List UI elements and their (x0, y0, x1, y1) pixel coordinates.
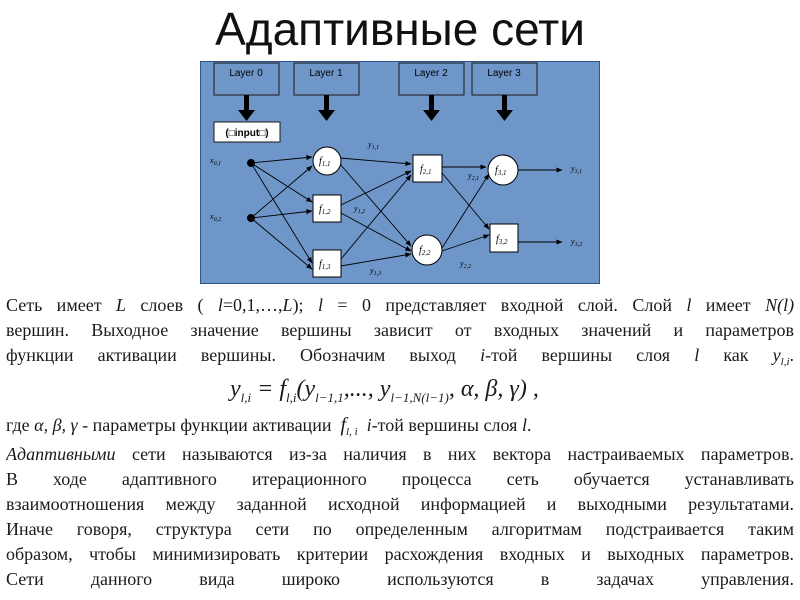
input-label-box (213, 121, 281, 143)
layer-box-0 (213, 62, 280, 96)
node-f13-label: f1,3 (319, 259, 331, 271)
node-f31 (487, 154, 519, 186)
p2-line1: где α, β, γ - параметры функции активаци… (6, 414, 532, 438)
p1-line3: функции активации вершины. Обозначим вых… (6, 345, 794, 368)
node-f11 (312, 146, 342, 176)
node-f13 (312, 249, 342, 278)
edge-label-y13: y1,3 (369, 266, 381, 277)
edge-label-y32: y3,2 (570, 237, 582, 248)
node-f21-label: f2,1 (420, 164, 432, 176)
node-f22 (411, 234, 443, 266)
layer-headers: Layer 0 Layer 1 Layer 2 Layer 3 (213, 62, 538, 96)
layer-box-1 (293, 62, 360, 96)
edge-label-y22: y2,2 (459, 259, 471, 270)
edge-label-y21: y2,1 (467, 171, 479, 182)
input-label-1: x0,1 (209, 156, 221, 167)
paragraph-adaptive-definition: Адаптивными сети называются из-за наличи… (6, 442, 794, 592)
node-f12 (312, 194, 342, 223)
p3-line1: Адаптивными сети называются из-за наличи… (6, 444, 794, 464)
input-label: (□input□) (225, 128, 268, 139)
input-point-2 (247, 214, 255, 222)
edge-label-y12: y1,2 (353, 204, 365, 215)
connections (250, 155, 563, 270)
p1-line1: Сеть имеет L слоев ( l=0,1,…,L); l = 0 п… (6, 295, 794, 315)
node-f21 (412, 154, 443, 183)
node-f32-label: f3,2 (496, 234, 508, 246)
node-f32 (489, 223, 519, 253)
adaptive-network-diagram: Layer 0 Layer 1 Layer 2 Layer 3 (□input□… (200, 61, 600, 284)
input-label-2: x0,2 (209, 212, 221, 223)
layer-label-3: Layer 3 (487, 68, 521, 79)
paragraph-network-layers: Сеть имеет L слоев ( l=0,1,…,L); l = 0 п… (6, 293, 794, 375)
layer-label-1: Layer 1 (309, 68, 343, 79)
layer-box-3 (471, 62, 538, 96)
p3-line3: взаимоотношения между заданной исходной … (6, 494, 794, 514)
edge-label-y11: y1,1 (367, 140, 379, 151)
activation-formula: yl,i = fl,i(yl−1,1,..., yl−1,N(l−1), α, … (230, 376, 539, 405)
node-f31-label: f3,1 (495, 165, 507, 177)
layer-arrows (238, 95, 513, 121)
p3-line2: В ходе адаптивного итерационного процесс… (6, 469, 794, 489)
paragraph-parameters: где α, β, γ - параметры функции активаци… (6, 413, 794, 445)
layer-label-2: Layer 2 (414, 68, 448, 79)
page-title: Адаптивные сети (215, 3, 585, 55)
node-f11-label: f1,1 (319, 156, 331, 168)
node-f12-label: f1,2 (319, 204, 331, 216)
edge-label-y31: y3,1 (570, 164, 582, 175)
p3-line6: Сети данного вида широко используются в … (6, 569, 794, 589)
p3-line5: образом, чтобы минимизировать критерии р… (6, 544, 794, 564)
node-f22-label: f2,2 (419, 245, 431, 257)
layer-label-0: Layer 0 (229, 68, 263, 79)
input-point-1 (247, 159, 255, 167)
p3-line4: Иначе говоря, структура сети по определе… (6, 519, 794, 539)
p1-line2: вершин. Выходное значение вершины зависи… (6, 320, 794, 340)
